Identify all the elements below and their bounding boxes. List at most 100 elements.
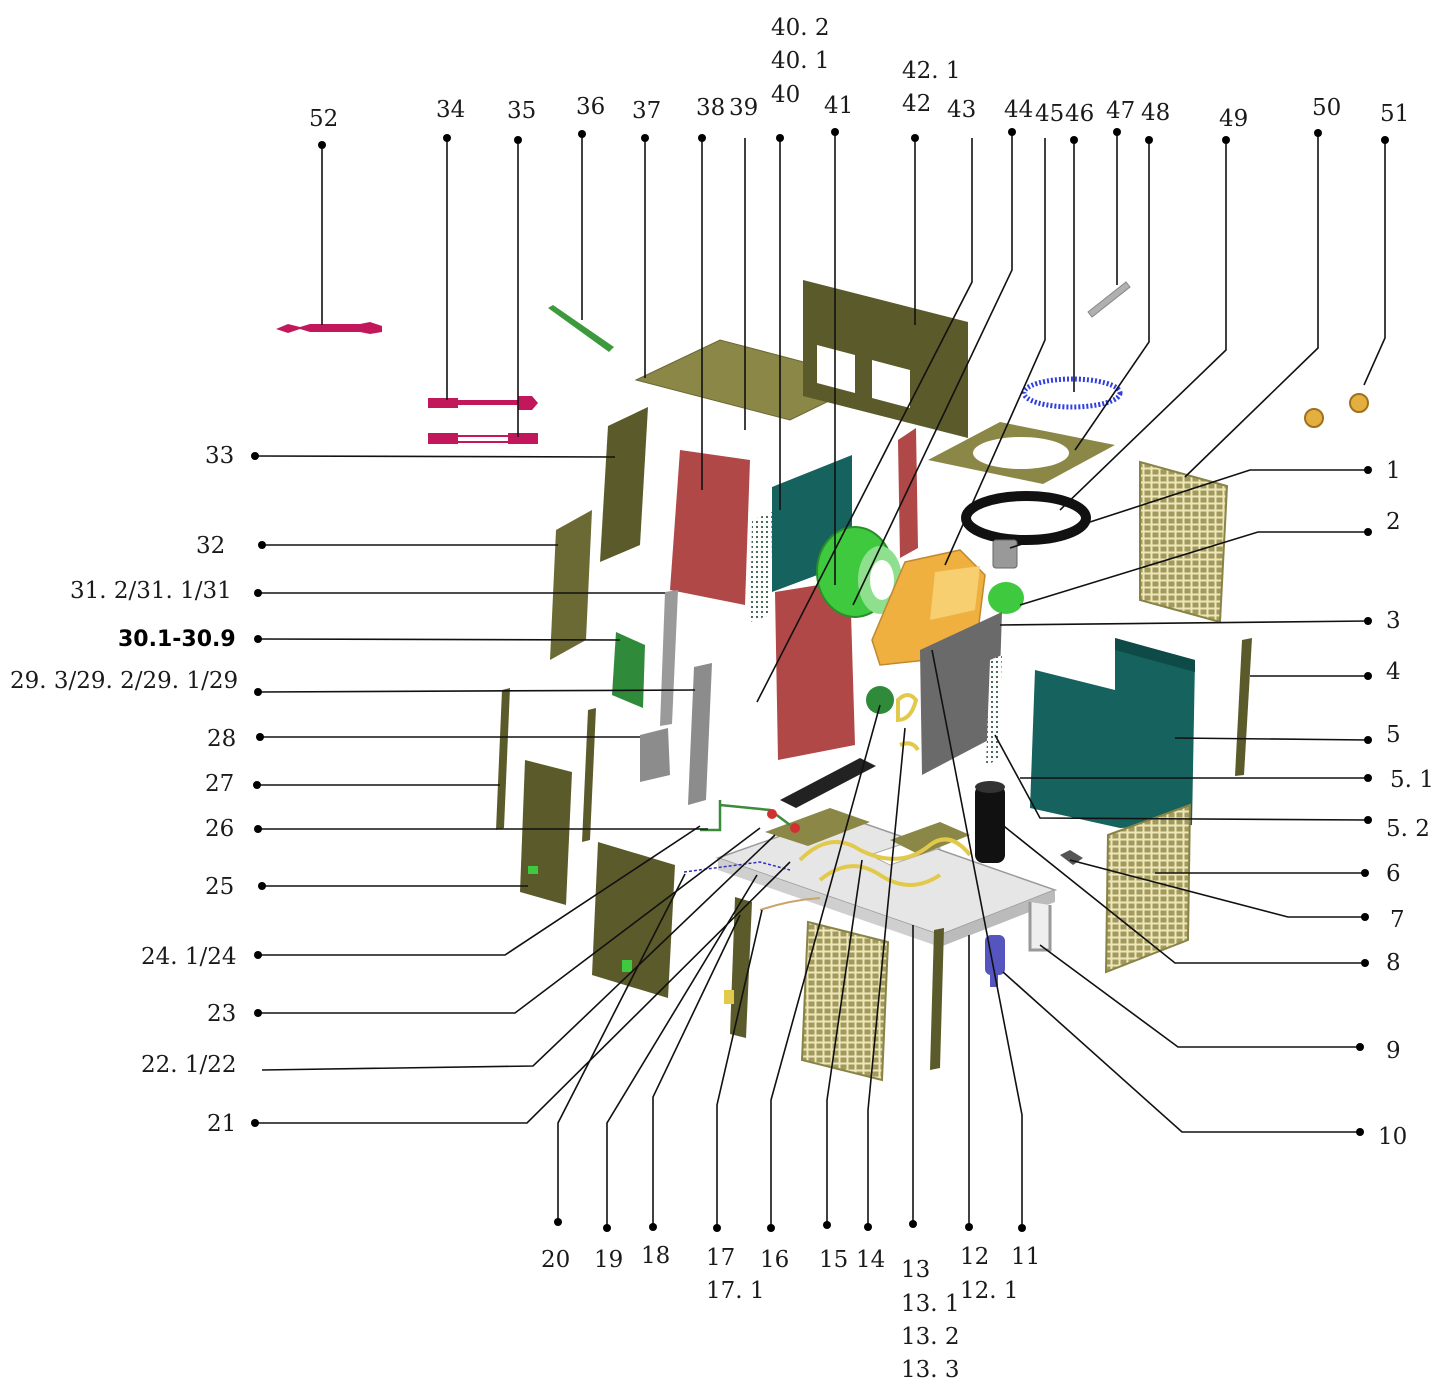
leader-lines <box>251 128 1389 1232</box>
part-5-2-fins <box>986 655 1002 765</box>
part-4-side-strip <box>1235 638 1252 776</box>
label-13-2: 13. 2 <box>901 1324 960 1350</box>
label-49: 49 <box>1219 106 1248 132</box>
part-copper-piping <box>798 837 972 887</box>
label-42: 42 <box>902 91 931 117</box>
part-30-pcb <box>612 632 645 708</box>
label-13: 13 <box>901 1257 930 1283</box>
label-23: 23 <box>207 1001 236 1027</box>
part-valve-red-b <box>767 809 777 819</box>
part-27-strip <box>496 688 510 830</box>
part-18-strip <box>730 897 752 1038</box>
part-47-rod <box>1087 281 1131 318</box>
part-10-receiver <box>985 935 1005 987</box>
part-8-compressor <box>975 781 1005 863</box>
label-16: 16 <box>760 1247 789 1273</box>
label-14: 14 <box>856 1247 885 1273</box>
label-17-1: 17. 1 <box>706 1278 765 1304</box>
part-34-pipe <box>428 396 538 410</box>
label-38: 38 <box>696 95 725 121</box>
part-35-pipe <box>428 433 538 444</box>
label-15: 15 <box>819 1247 848 1273</box>
label-40-2: 40. 2 <box>771 15 830 41</box>
label-22: 22. 1/22 <box>141 1052 237 1078</box>
label-1: 1 <box>1386 458 1401 484</box>
part-1-motor <box>992 539 1018 569</box>
part-red-strip <box>898 428 918 558</box>
part-rail <box>780 758 876 808</box>
label-26: 26 <box>205 816 234 842</box>
label-5-2: 5. 2 <box>1386 816 1430 842</box>
label-31: 31. 2/31. 1/31 <box>70 578 232 604</box>
label-10: 10 <box>1378 1124 1407 1150</box>
part-38-heat-plate <box>670 450 750 605</box>
label-8: 8 <box>1386 950 1401 976</box>
part-41-divider-plate <box>775 580 855 760</box>
label-27: 27 <box>205 771 234 797</box>
part-46-fan-blade <box>1021 376 1123 410</box>
part-52-pipe <box>276 322 382 334</box>
label-2: 2 <box>1386 509 1401 535</box>
part-32-side-panel <box>550 510 592 660</box>
part-36-terminal-bar <box>548 305 614 352</box>
label-28: 28 <box>207 726 236 752</box>
label-13-1: 13. 1 <box>901 1291 960 1317</box>
part-48-shroud-plate <box>928 422 1115 484</box>
part-leg-a <box>930 928 944 1070</box>
parts-group <box>276 280 1369 1082</box>
part-16-pump-motor <box>866 686 894 714</box>
part-51-nuts <box>1304 393 1369 428</box>
part-3-partition <box>920 612 1002 775</box>
label-11: 11 <box>1011 1244 1040 1270</box>
label-39: 39 <box>729 95 758 121</box>
label-50: 50 <box>1312 95 1341 121</box>
label-40-1: 40. 1 <box>771 48 830 74</box>
label-43: 43 <box>947 97 976 123</box>
label-5-1: 5. 1 <box>1390 767 1434 793</box>
part-valve-red <box>790 823 800 833</box>
part-25-panel <box>520 760 572 905</box>
part-33-side-panel <box>600 407 648 562</box>
part-21-wire <box>683 861 791 873</box>
label-13-3: 13. 3 <box>901 1357 960 1383</box>
label-19: 19 <box>594 1247 623 1273</box>
label-51: 51 <box>1380 101 1409 127</box>
label-33: 33 <box>205 443 234 469</box>
part-17-wire <box>759 897 821 911</box>
part-14-copper-fitting <box>896 693 920 752</box>
label-34: 34 <box>436 97 465 123</box>
part-27-strip-b <box>582 708 596 842</box>
label-25: 25 <box>205 874 234 900</box>
part-42-back-panel <box>803 280 968 438</box>
label-5: 5 <box>1386 722 1401 748</box>
label-21: 21 <box>207 1111 236 1137</box>
label-7: 7 <box>1390 907 1405 933</box>
label-36: 36 <box>576 94 605 120</box>
part-13-plate <box>890 822 970 855</box>
label-41: 41 <box>824 93 853 119</box>
label-29: 29. 3/29. 2/29. 1/29 <box>10 668 238 694</box>
label-46: 46 <box>1065 101 1094 127</box>
part-9-bracket <box>1028 902 1052 952</box>
label-9: 9 <box>1386 1038 1401 1064</box>
part-28-box <box>640 728 670 782</box>
label-32: 32 <box>196 533 225 559</box>
label-3: 3 <box>1386 608 1401 634</box>
part-23-front-panel <box>592 842 675 998</box>
part-29-bracket <box>688 663 712 805</box>
label-35: 35 <box>507 98 536 124</box>
part-15-grille <box>800 920 890 1082</box>
part-22-plate <box>765 808 870 846</box>
label-30: 30.1-30.9 <box>118 627 236 652</box>
label-37: 37 <box>632 98 661 124</box>
part-2-fan <box>988 582 1024 614</box>
part-5-outer-shell <box>1030 638 1195 828</box>
callout-labels: 52 34 35 36 37 38 39 40. 2 40. 1 40 41 4… <box>10 15 1434 1383</box>
label-48: 48 <box>1141 100 1170 126</box>
label-12-1: 12. 1 <box>960 1278 1019 1304</box>
label-45: 45 <box>1035 101 1064 127</box>
part-6-grille <box>1104 803 1192 974</box>
label-52: 52 <box>309 106 338 132</box>
